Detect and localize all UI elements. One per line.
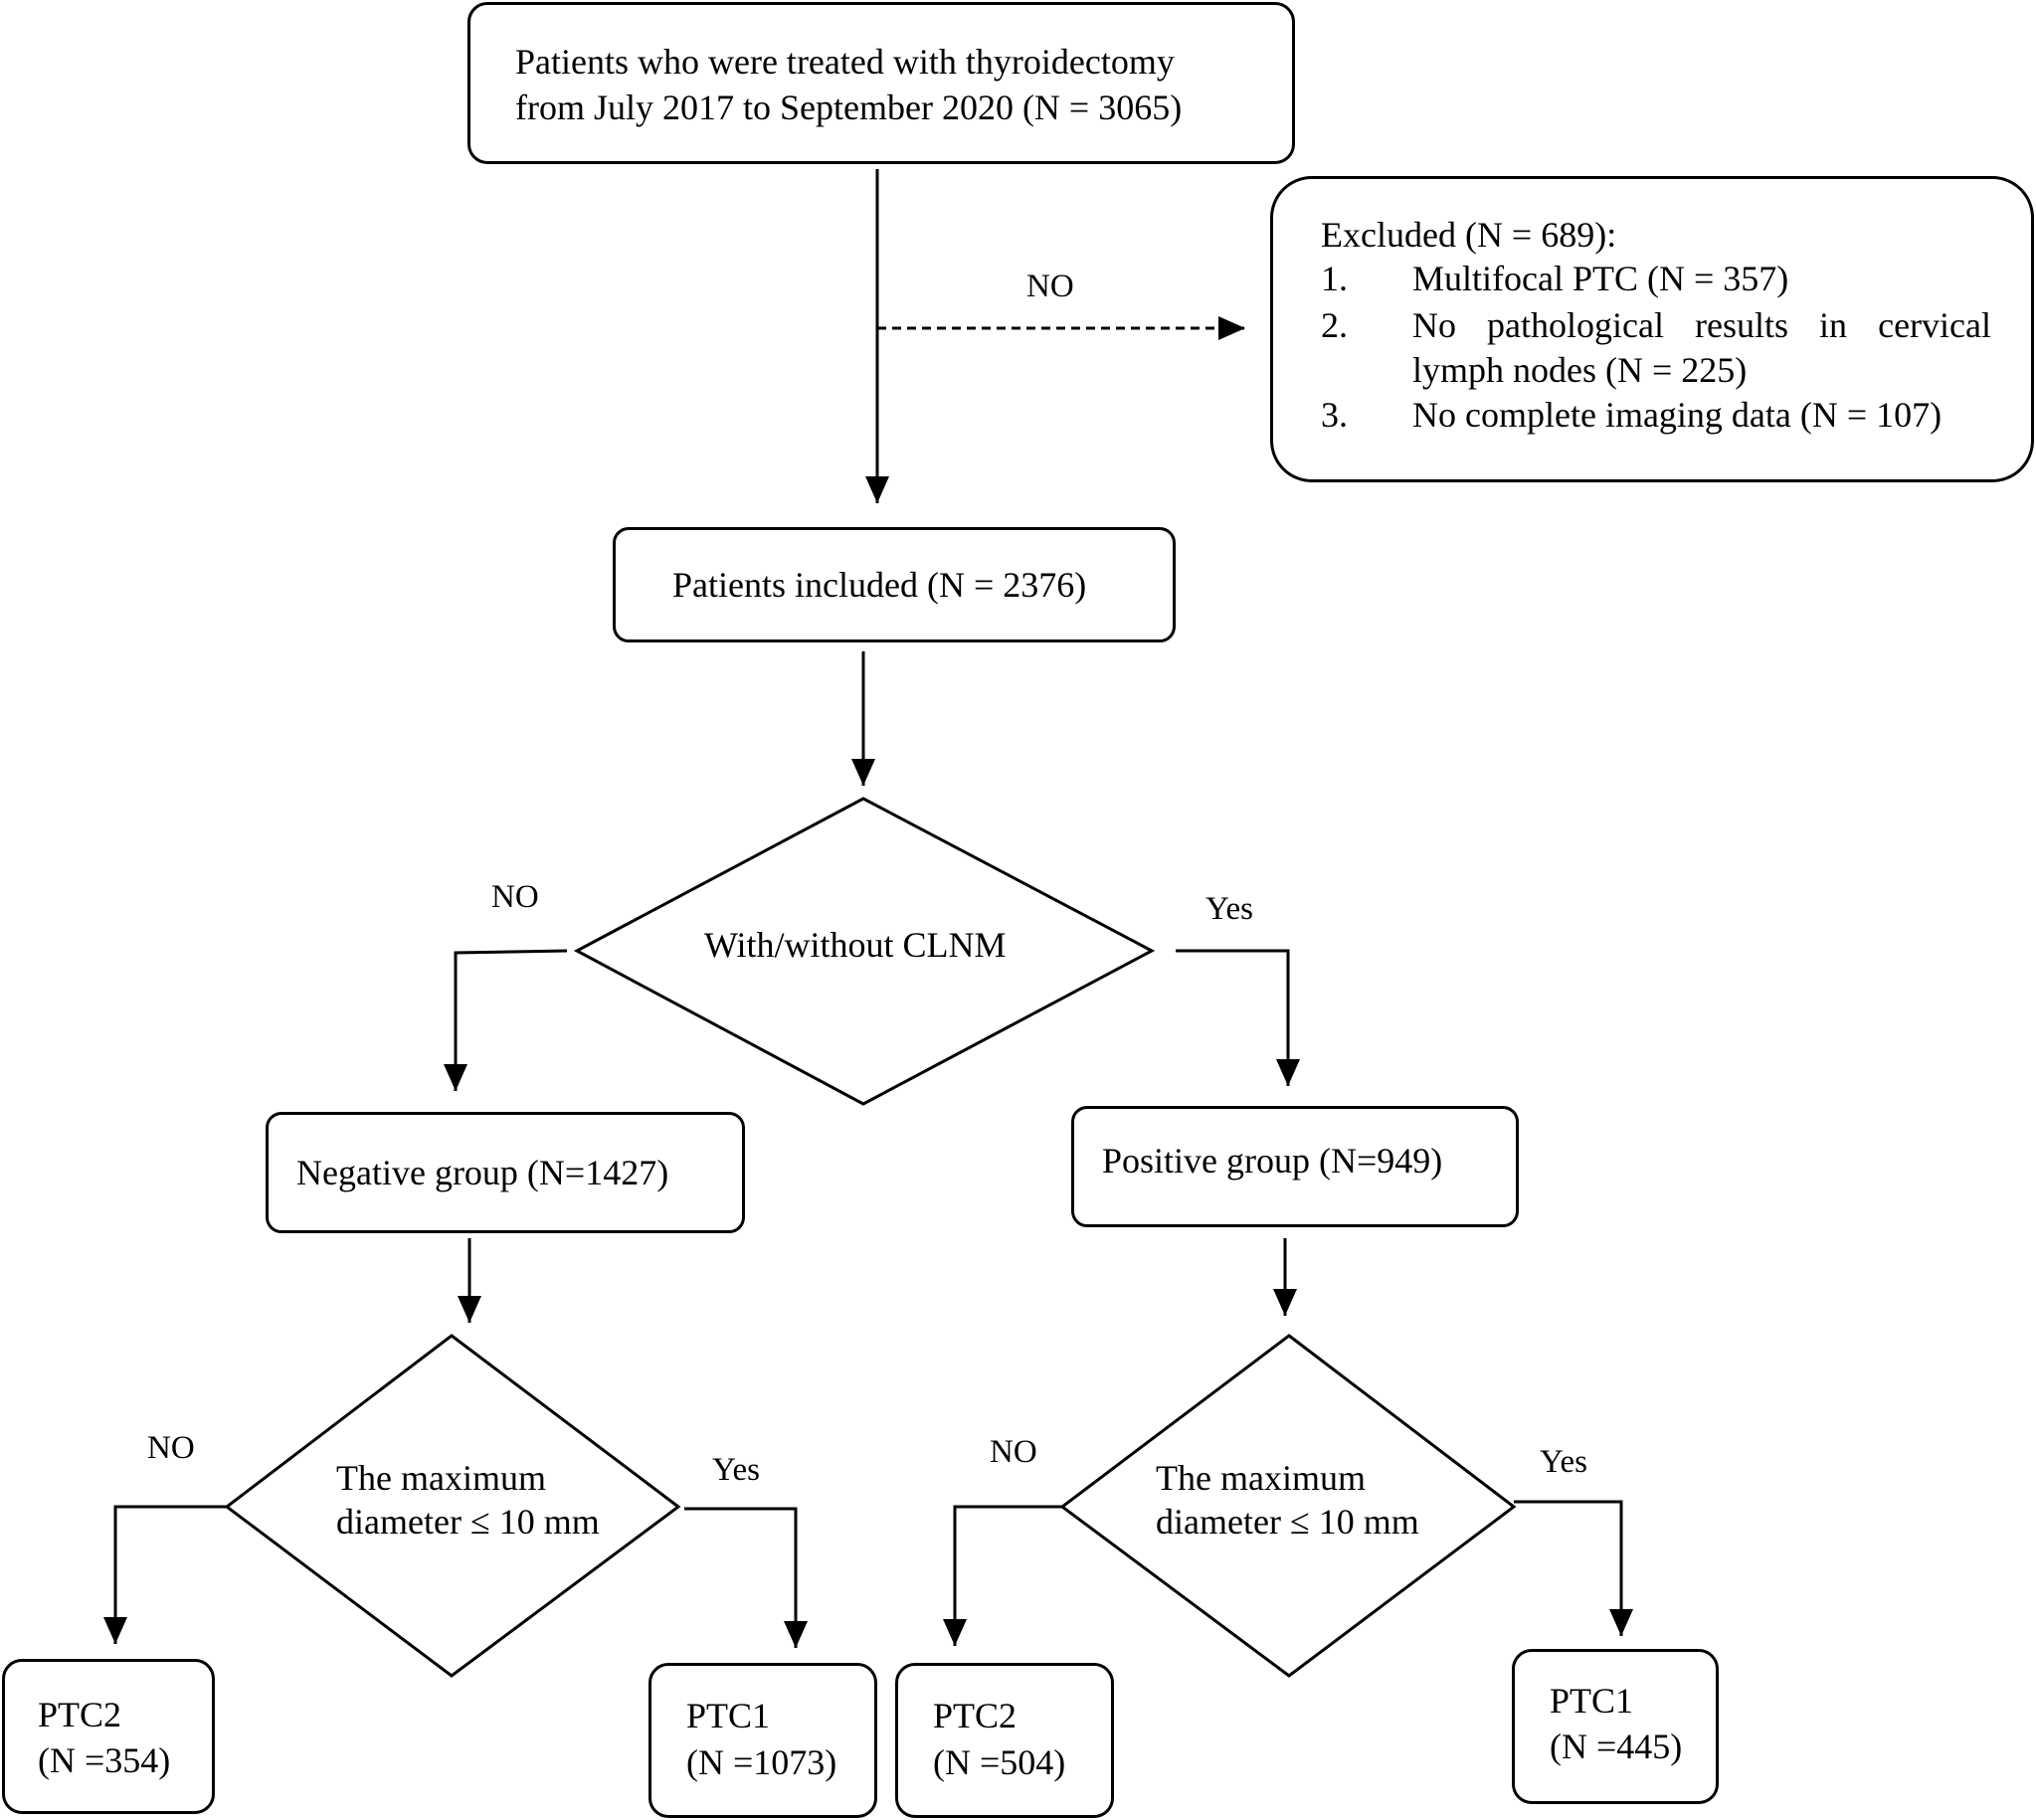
- positive-group-box: [1071, 1106, 1519, 1227]
- excluded-item-1-num: 1.: [1321, 259, 1348, 298]
- positive-ptc2-box: [895, 1663, 1114, 1818]
- clnm-yes-label: Yes: [1205, 891, 1254, 927]
- arrow-negative-no: [103, 1505, 227, 1644]
- excluded-item-2-num: 2.: [1321, 305, 1348, 345]
- top-box-line1: Patients who were treated with thyroidec…: [515, 42, 1175, 82]
- negative-ptc2-name: PTC2: [38, 1695, 122, 1734]
- clnm-decision-diamond: [573, 797, 1156, 1106]
- positive-ptc2-count: (N =504): [933, 1742, 1066, 1782]
- arrow-negative-yes: [684, 1507, 808, 1648]
- excluded-item-3-num: 3.: [1321, 395, 1348, 435]
- negative-ptc1-name: PTC1: [686, 1696, 771, 1735]
- positive-ptc1-name: PTC1: [1550, 1681, 1634, 1721]
- excluded-item-2-text: No pathological results in cervical: [1412, 305, 1991, 345]
- exclusion-no-label: NO: [1026, 269, 1074, 304]
- positive-diameter-line1: The maximum: [1156, 1458, 1366, 1498]
- arrow-positive-no: [943, 1505, 1062, 1646]
- positive-diameter-line2: diameter ≤ 10 mm: [1156, 1502, 1419, 1542]
- negative-diameter-no-label: NO: [147, 1430, 195, 1466]
- top-box: [467, 2, 1295, 164]
- negative-diameter-diamond: [224, 1334, 681, 1678]
- excluded-box: [1270, 176, 2034, 482]
- positive-ptc1-count: (N =445): [1550, 1727, 1683, 1766]
- arrow-clnm-yes: [1176, 949, 1300, 1086]
- arrow-positive-yes: [1514, 1500, 1633, 1636]
- positive-ptc1-box: [1512, 1649, 1719, 1804]
- negative-ptc2-box: [2, 1659, 215, 1814]
- clnm-no-label: NO: [491, 879, 539, 915]
- negative-group-box: [266, 1112, 745, 1233]
- negative-diameter-yes-label: Yes: [712, 1452, 761, 1488]
- negative-ptc2-count: (N =354): [38, 1740, 171, 1780]
- included-text: Patients included (N = 2376): [672, 565, 1087, 605]
- included-box: [613, 527, 1176, 642]
- excluded-item-3-text: No complete imaging data (N = 107): [1412, 395, 1943, 435]
- clnm-decision-text: With/without CLNM: [704, 925, 1007, 965]
- arrow-clnm-no: [444, 949, 568, 1091]
- positive-group-text: Positive group (N=949): [1102, 1141, 1443, 1181]
- positive-ptc2-name: PTC2: [933, 1696, 1018, 1735]
- negative-group-text: Negative group (N=1427): [296, 1153, 669, 1192]
- excluded-title: Excluded (N = 689):: [1321, 215, 1617, 255]
- negative-ptc1-count: (N =1073): [686, 1742, 837, 1782]
- excluded-item-1-text: Multifocal PTC (N = 357): [1412, 259, 1789, 298]
- positive-diameter-yes-label: Yes: [1540, 1444, 1588, 1480]
- top-box-line2: from July 2017 to September 2020 (N = 30…: [515, 88, 1183, 127]
- positive-diameter-no-label: NO: [990, 1434, 1037, 1470]
- negative-ptc1-box: [648, 1663, 877, 1818]
- negative-diameter-line2: diameter ≤ 10 mm: [336, 1502, 600, 1542]
- negative-diameter-line1: The maximum: [336, 1458, 546, 1498]
- positive-diameter-diamond: [1059, 1334, 1517, 1678]
- excluded-item-2-text-cont: lymph nodes (N = 225): [1412, 350, 1748, 390]
